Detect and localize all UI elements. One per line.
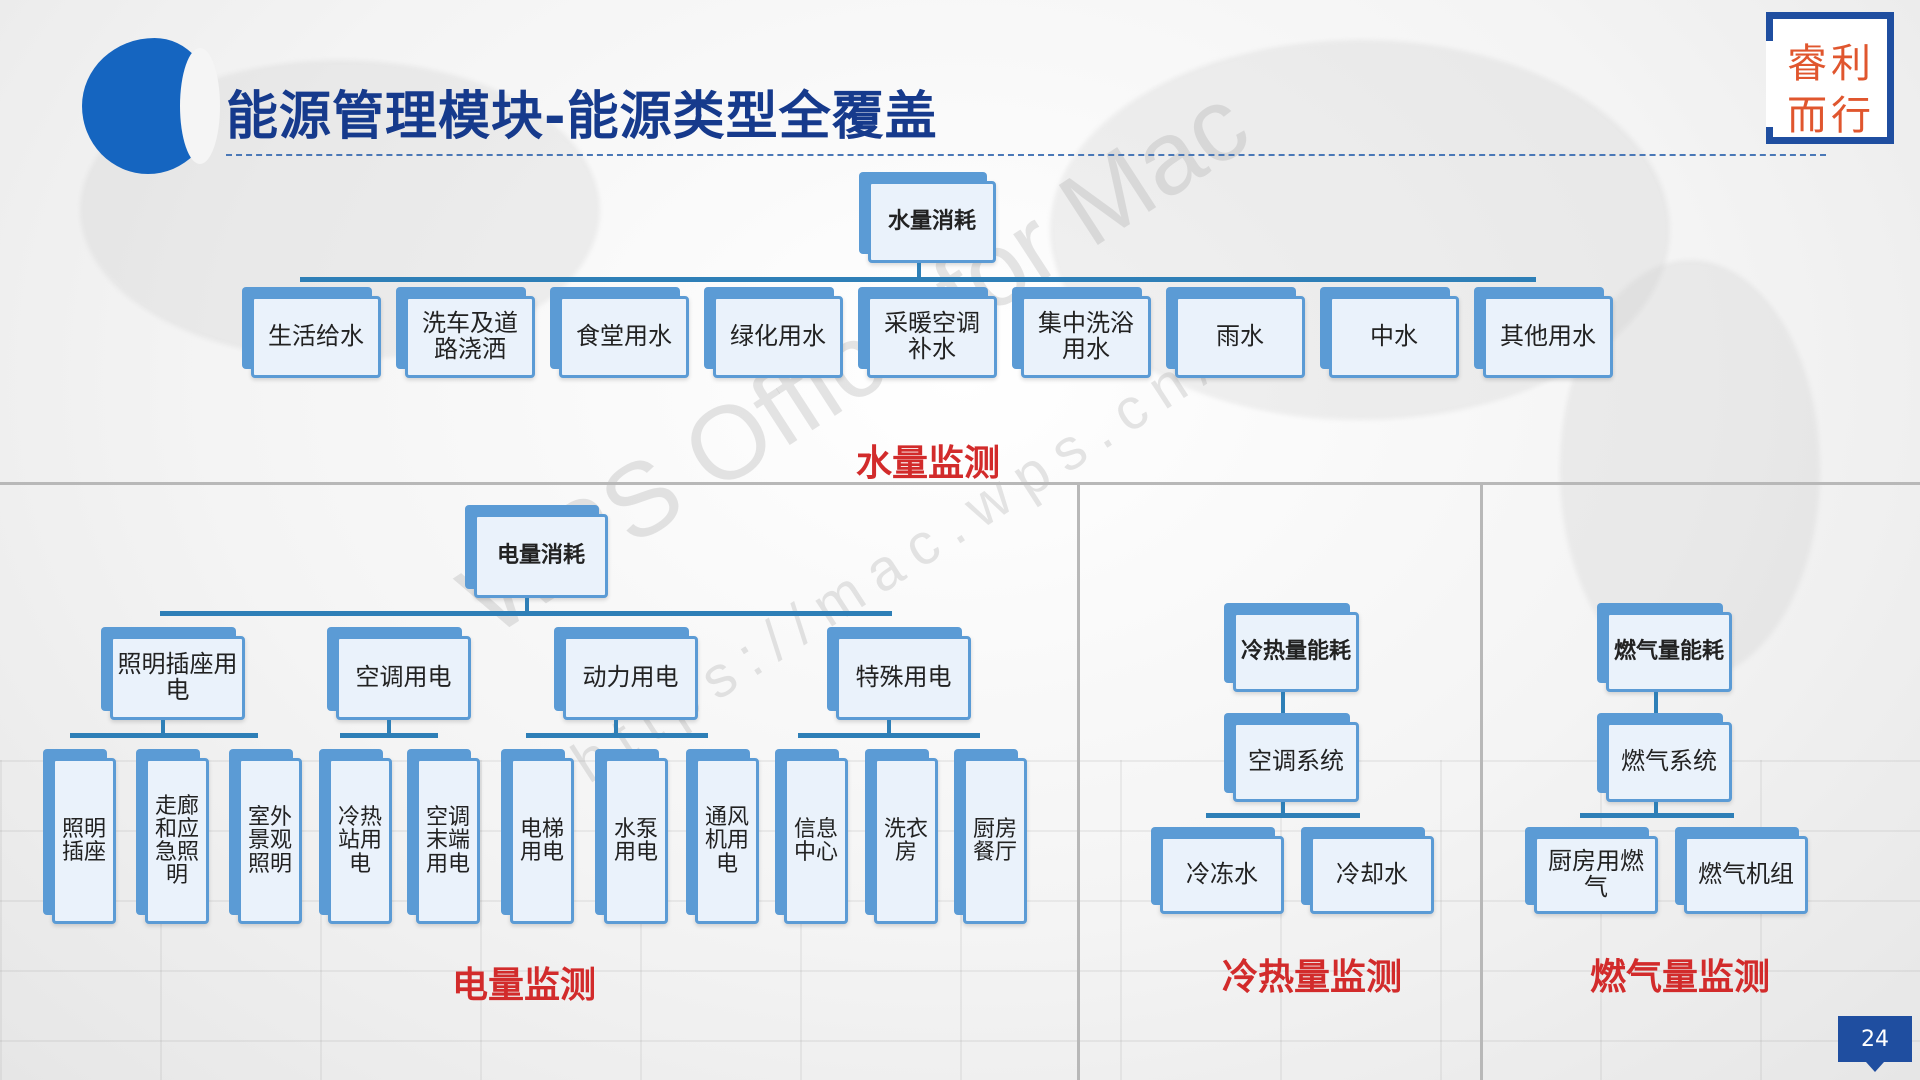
connector	[1654, 802, 1658, 816]
connector	[1580, 813, 1734, 818]
connector	[300, 277, 1536, 282]
title-underline	[226, 154, 1826, 156]
gas-leaf-node: 燃气机组	[1684, 836, 1808, 914]
connector	[917, 263, 921, 279]
water-node: 集中洗浴用水	[1021, 296, 1151, 378]
heat-root-node: 冷热量能耗	[1233, 612, 1359, 692]
electric-leaf-node: 走廊和应急照明	[145, 758, 209, 924]
electric-section-label: 电量监测	[452, 965, 597, 1006]
electric-root-node: 电量消耗	[474, 514, 608, 598]
connector	[798, 733, 980, 738]
water-node: 中水	[1329, 296, 1459, 378]
electric-leaf-node: 通风机用电	[695, 758, 759, 924]
page-title: 能源管理模块-能源类型全覆盖	[226, 87, 938, 147]
heat-section-label: 冷热量监测	[1222, 957, 1403, 998]
brand-logo: 睿利 而行	[1766, 12, 1894, 144]
electric-group-node: 特殊用电	[836, 636, 971, 720]
heat-leaf-node: 冷冻水	[1160, 836, 1284, 914]
water-root-node: 水量消耗	[868, 181, 996, 263]
gas-root-node: 燃气量能耗	[1606, 612, 1732, 692]
connector	[1654, 692, 1658, 718]
electric-leaf-node: 厨房餐厅	[963, 758, 1027, 924]
gas-mid-node: 燃气系统	[1606, 722, 1732, 802]
connector	[387, 720, 391, 736]
electric-leaf-node: 冷热站用电	[328, 758, 392, 924]
heat-leaf-node: 冷却水	[1310, 836, 1434, 914]
connector	[614, 720, 618, 736]
water-node: 食堂用水	[559, 296, 689, 378]
electric-group-node: 空调用电	[336, 636, 471, 720]
water-node: 其他用水	[1483, 296, 1613, 378]
title-decoration-shape	[82, 38, 220, 174]
connector	[525, 598, 529, 614]
electric-leaf-node: 洗衣房	[874, 758, 938, 924]
connector	[1281, 802, 1285, 816]
logo-text-line-2: 而行	[1787, 93, 1875, 139]
connector	[340, 733, 438, 738]
page-number-badge: 24	[1838, 1016, 1912, 1072]
electric-group-node: 照明插座用电	[110, 636, 245, 720]
water-section-label: 水量监测	[856, 443, 1001, 484]
connector	[526, 733, 708, 738]
gas-leaf-node: 厨房用燃气	[1534, 836, 1658, 914]
connector	[1206, 813, 1360, 818]
heat-mid-node: 空调系统	[1233, 722, 1359, 802]
electric-leaf-node: 照明插座	[52, 758, 116, 924]
water-node: 绿化用水	[713, 296, 843, 378]
logo-text-line-1: 睿利	[1787, 41, 1875, 87]
connector	[887, 720, 891, 736]
water-node: 雨水	[1175, 296, 1305, 378]
gas-section-label: 燃气量监测	[1590, 957, 1771, 998]
connector	[70, 733, 258, 738]
section-divider-horizontal	[0, 482, 1920, 485]
water-node: 洗车及道路浇洒	[405, 296, 535, 378]
electric-leaf-node: 电梯用电	[510, 758, 574, 924]
section-divider-vertical	[1480, 484, 1483, 1080]
electric-leaf-node: 空调末端用电	[416, 758, 480, 924]
connector	[160, 611, 892, 616]
connector	[1281, 692, 1285, 718]
water-node: 采暖空调补水	[867, 296, 997, 378]
connector	[161, 720, 165, 736]
electric-leaf-node: 室外景观照明	[238, 758, 302, 924]
electric-group-node: 动力用电	[563, 636, 698, 720]
water-node: 生活给水	[251, 296, 381, 378]
electric-leaf-node: 信息中心	[784, 758, 848, 924]
electric-leaf-node: 水泵用电	[604, 758, 668, 924]
section-divider-vertical	[1077, 484, 1080, 1080]
